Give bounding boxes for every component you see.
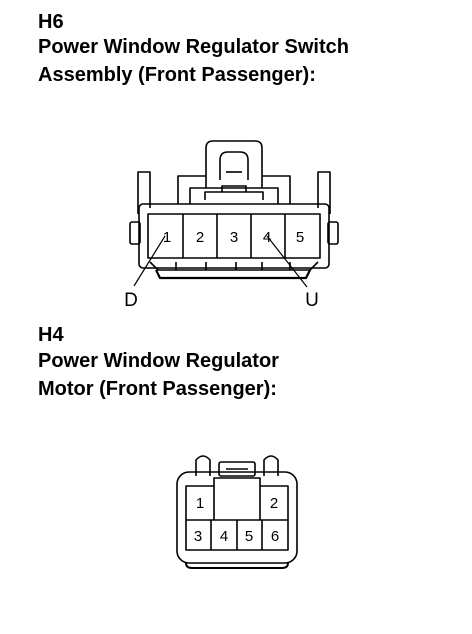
h6-lower-skirt — [149, 261, 319, 271]
h6-connector-code: H6 — [38, 11, 64, 33]
h4-left-ear — [195, 455, 211, 476]
h4-pin-6: 6 — [271, 528, 279, 545]
h6-pin-1: 1 — [163, 229, 171, 246]
h4-outer-housing — [176, 471, 298, 564]
h6-pin-frame — [147, 213, 321, 259]
h4-pin-2: 2 — [270, 495, 278, 512]
h4-title-line2: Motor (Front Passenger): — [38, 378, 277, 400]
h4-title-line1: Power Window Regulator — [38, 350, 279, 372]
h4-center-latch — [218, 461, 256, 477]
h6-callout-line-u — [266, 235, 308, 288]
h6-left-arm — [137, 171, 151, 214]
h6-callout-line-d — [133, 235, 166, 287]
h6-connector-drawing: 1 2 3 4 5 D U — [124, 140, 339, 311]
h6-upper-housing — [177, 175, 291, 204]
h4-pin-5: 5 — [245, 528, 253, 545]
h6-pin-4: 4 — [263, 229, 271, 246]
h6-title-line2: Assembly (Front Passenger): — [38, 64, 316, 86]
h4-pin-grid — [185, 485, 289, 520]
h6-title-line1: Power Window Regulator Switch — [38, 36, 349, 58]
h6-pin-5: 5 — [296, 229, 304, 246]
h6-main-body — [138, 203, 330, 269]
h6-pin-2: 2 — [196, 229, 204, 246]
h4-pin-3: 3 — [194, 528, 202, 545]
h6-pin-3: 3 — [230, 229, 238, 246]
h6-callout-d: D — [124, 290, 138, 311]
h4-pin-1: 1 — [196, 495, 204, 512]
h6-right-arm — [317, 171, 331, 214]
h4-connector-code: H4 — [38, 324, 64, 346]
h4-right-ear — [263, 455, 279, 476]
h6-latch — [205, 140, 263, 188]
h4-connector-drawing: 1 2 3 4 5 6 — [176, 455, 298, 569]
h6-callout-u: U — [305, 290, 319, 311]
h4-pin-4: 4 — [220, 528, 228, 545]
